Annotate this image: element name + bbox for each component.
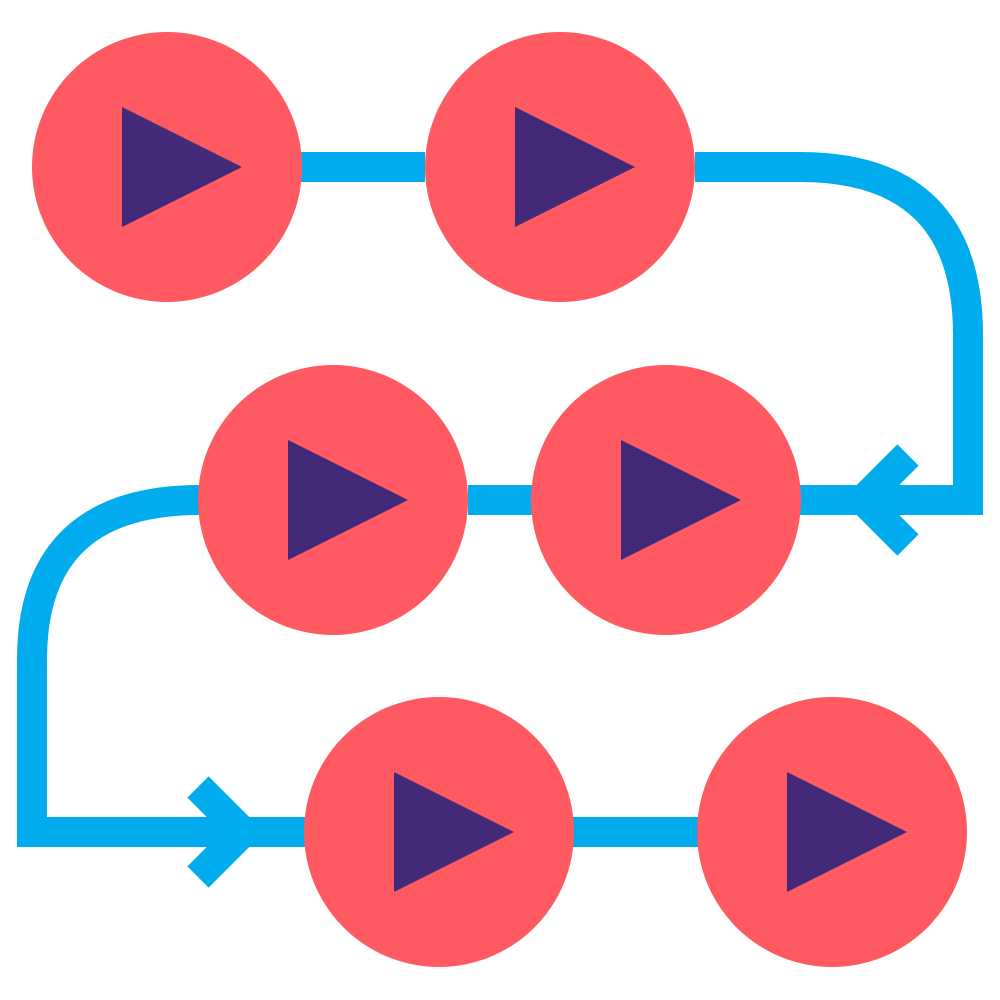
connector-row1-to-row2 bbox=[695, 152, 983, 515]
play-buttons bbox=[32, 32, 967, 967]
play-icon bbox=[288, 440, 408, 560]
play-button[interactable] bbox=[198, 365, 468, 635]
play-icon bbox=[515, 107, 635, 227]
play-icon bbox=[394, 772, 514, 892]
play-icon bbox=[787, 772, 907, 892]
play-icon bbox=[621, 440, 741, 560]
play-icon bbox=[122, 107, 242, 227]
arrow-right-icon bbox=[187, 776, 265, 888]
play-button[interactable] bbox=[32, 32, 302, 302]
arrow-left-icon bbox=[841, 444, 919, 556]
play-button[interactable] bbox=[425, 32, 695, 302]
play-button[interactable] bbox=[531, 365, 801, 635]
play-button[interactable] bbox=[697, 697, 967, 967]
connector-lines bbox=[17, 152, 983, 888]
connector-row2-to-row3 bbox=[17, 485, 305, 847]
play-button[interactable] bbox=[304, 697, 574, 967]
